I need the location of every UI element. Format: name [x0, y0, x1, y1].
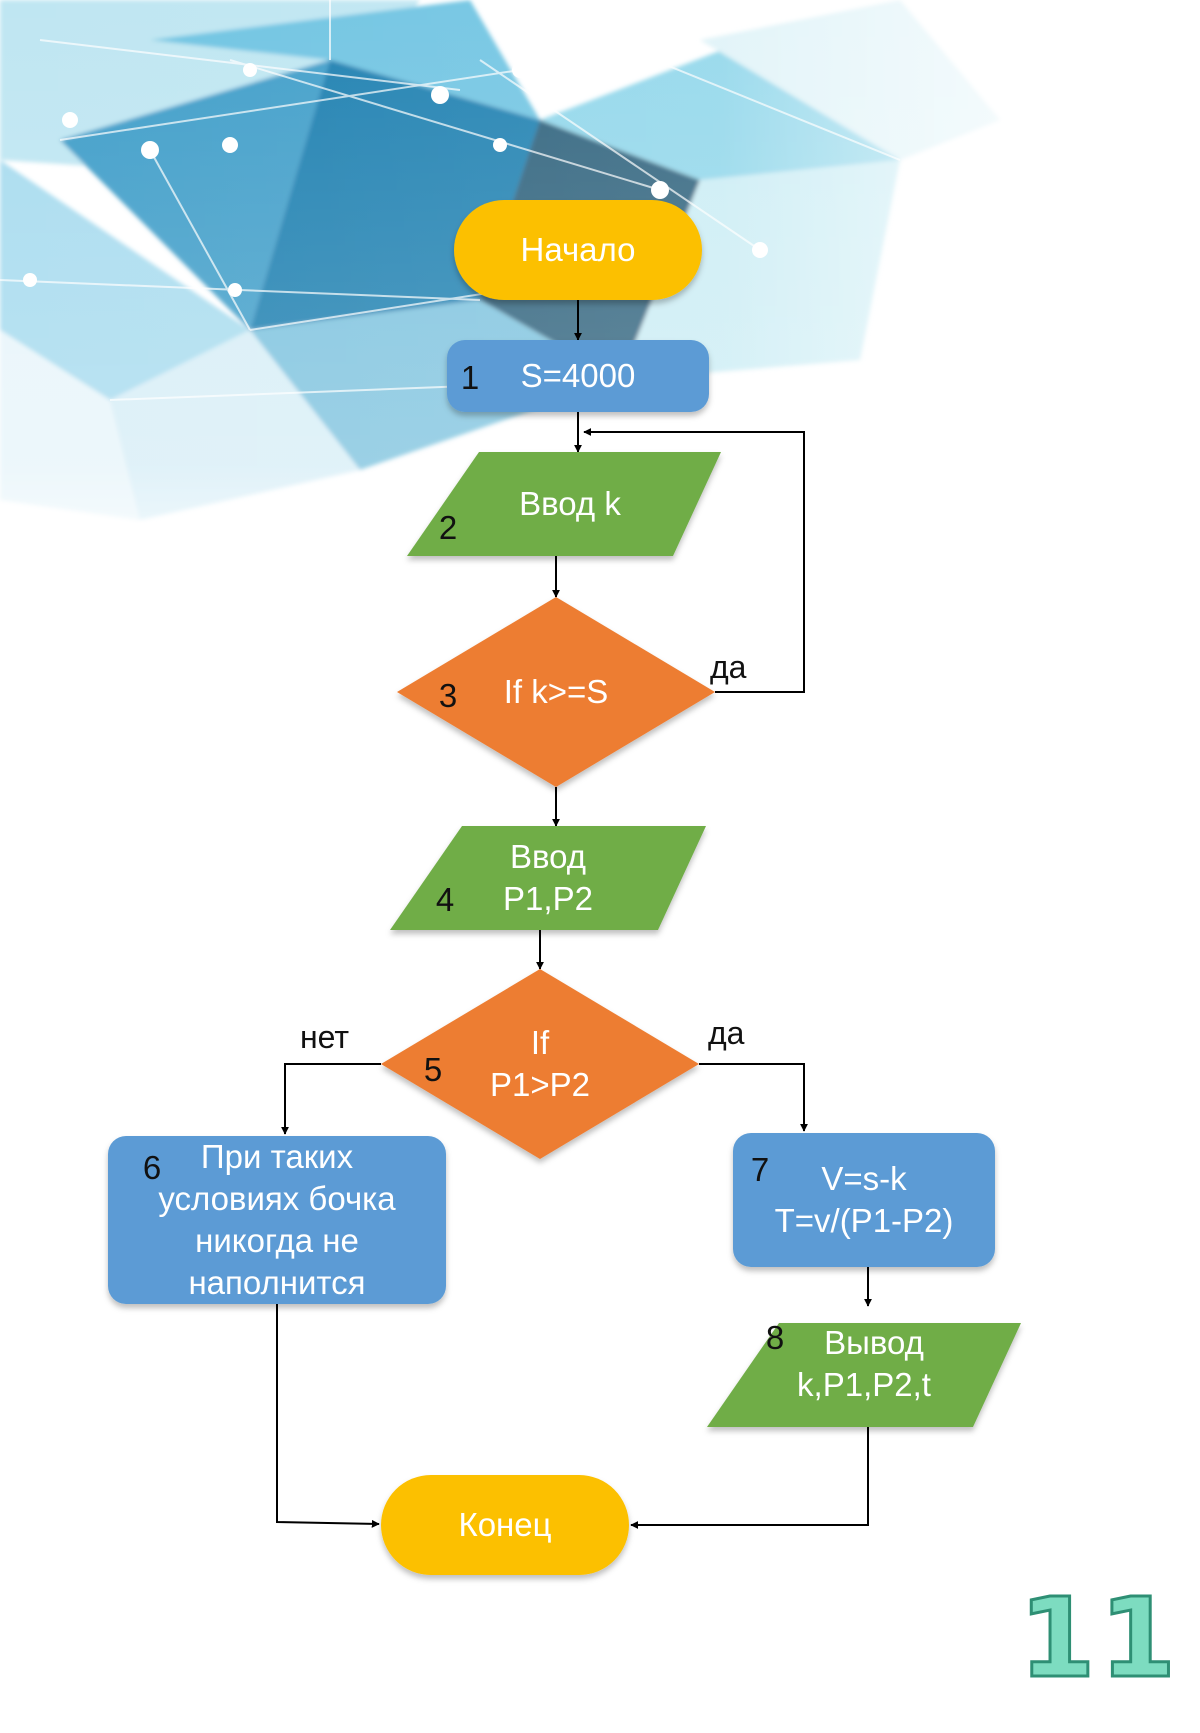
node-n6-text-line: наполнится: [188, 1264, 365, 1301]
edge-label-n3-n2: да: [710, 649, 747, 685]
process-shape: [108, 1136, 446, 1304]
io-shape: [407, 452, 721, 556]
edge-label-n5-n7: да: [708, 1015, 745, 1051]
node-n7: [733, 1133, 995, 1267]
node-n5-text-line: P1>P2: [490, 1066, 590, 1103]
terminator-shape: [454, 200, 702, 300]
process-shape: [447, 340, 709, 412]
edges-layer: да нет да: [276, 300, 872, 1529]
node-end-text-line: Конец: [458, 1506, 551, 1543]
node-n8-text-line: k,P1,P2,t: [797, 1366, 931, 1403]
node-n8-text-line: Вывод: [824, 1324, 924, 1361]
node-n4: [390, 826, 706, 930]
node-n3-number: 3: [439, 677, 457, 714]
page-number: 11: [1017, 1574, 1180, 1702]
edge-n3-n2: [583, 428, 805, 693]
edge-n5-n7: [699, 1063, 808, 1132]
io-shape: [707, 1323, 1021, 1427]
edge-n5-n6: [281, 1063, 381, 1135]
node-n8-number: 8: [766, 1319, 784, 1356]
decision-shape: [397, 597, 715, 787]
node-n1-number: 1: [461, 359, 479, 396]
node-n6: [108, 1136, 446, 1304]
process-shape: [733, 1133, 995, 1267]
node-n5: [381, 969, 699, 1159]
node-n4-number: 4: [436, 881, 454, 918]
node-n4-text-line: P1,P2: [503, 880, 593, 917]
node-n2: [407, 452, 721, 556]
node-n3: [397, 597, 715, 787]
node-n7-text-line: V=s-k: [821, 1160, 907, 1197]
node-n4-text-line: Ввод: [510, 838, 586, 875]
edge-label-n5-n6: нет: [300, 1019, 349, 1055]
node-start-text-line: Начало: [521, 231, 636, 268]
node-n2-text-line: Ввод k: [519, 485, 621, 522]
node-n1-text-line: S=4000: [521, 357, 636, 394]
node-start: [454, 200, 702, 300]
edge-n8-end: [630, 1427, 869, 1529]
decision-shape: [381, 969, 699, 1159]
node-n6-text-line: условиях бочка: [158, 1180, 396, 1217]
node-end: [381, 1475, 629, 1575]
io-shape: [390, 826, 706, 930]
node-n7-number: 7: [751, 1151, 769, 1188]
node-n8: [707, 1323, 1021, 1427]
node-n1: [447, 340, 709, 412]
node-n3-text-line: If k>=S: [504, 673, 609, 710]
node-n5-number: 5: [424, 1051, 442, 1088]
node-n6-number: 6: [143, 1149, 161, 1186]
node-n6-text-line: При таких: [201, 1138, 354, 1175]
edge-n6-end: [276, 1304, 380, 1528]
node-n7-text-line: T=v/(P1-P2): [775, 1202, 954, 1239]
node-n6-text-line: никогда не: [195, 1222, 359, 1259]
node-n2-number: 2: [439, 509, 457, 546]
node-n5-text-line: If: [531, 1024, 550, 1061]
terminator-shape: [381, 1475, 629, 1575]
